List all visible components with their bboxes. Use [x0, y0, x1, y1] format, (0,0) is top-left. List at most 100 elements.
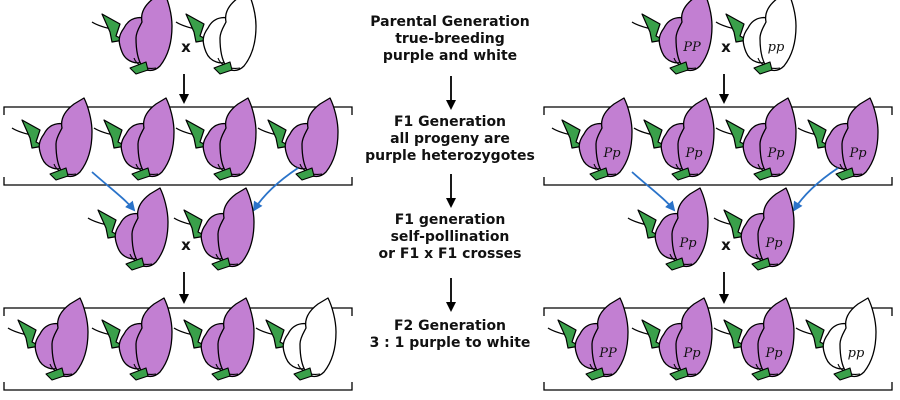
standard-petal [299, 297, 337, 378]
calyx-tip [669, 61, 689, 75]
left-f2-bracket [3, 307, 353, 391]
caption-line: F1 generation [394, 212, 506, 228]
genotype-label: Pp [678, 236, 697, 251]
calyx-tip [753, 167, 773, 181]
left-f2-flower [173, 297, 255, 381]
calyx-tip [669, 367, 689, 381]
calyx-tip [835, 167, 855, 181]
calyx-tip [213, 61, 233, 75]
left-parent-cross-symbol: x [181, 38, 191, 56]
standard-petal [757, 187, 795, 268]
standard-petal [219, 97, 257, 178]
standard-petal [301, 97, 339, 178]
left-self-flower [87, 187, 169, 271]
caption-line: purple and white [382, 48, 518, 64]
right-blue-arrow-left [631, 171, 676, 212]
left-f1-flower [93, 97, 175, 181]
caption-line: Parental Generation [370, 14, 530, 30]
right-f2-flower: Pp [713, 297, 795, 381]
caption-f1-generation: F1 Generation all progeny are purple het… [330, 114, 570, 165]
calyx-tip [751, 257, 771, 271]
genotype-label: Pp [602, 146, 621, 161]
standard-petal [51, 297, 89, 378]
genotype-label: PP [598, 346, 617, 361]
standard-petal [759, 0, 797, 72]
genotype-label: Pp [684, 146, 703, 161]
calyx-tip [211, 367, 231, 381]
genotype-label: Pp [848, 146, 867, 161]
right-parent-cross-symbol: x [721, 38, 731, 56]
genotype-label: PP [682, 40, 701, 55]
right-parent-purple-flower: PP [631, 0, 713, 75]
genotype-label: Pp [764, 236, 783, 251]
left-f1-flower [11, 97, 93, 181]
calyx-tip [833, 367, 853, 381]
standard-petal [217, 187, 255, 268]
right-f1-flower: Pp [797, 97, 879, 181]
genotype-label: Pp [682, 346, 701, 361]
calyx-tip [671, 167, 691, 181]
left-f2-flower [255, 297, 337, 381]
genotype-label: pp [848, 346, 865, 361]
genotype-label: Pp [764, 346, 783, 361]
calyx-tip [751, 367, 771, 381]
left-f2-flower [7, 297, 89, 381]
left-parent-white-flower [175, 0, 257, 75]
calyx-tip [589, 167, 609, 181]
standard-petal [839, 297, 877, 378]
left-f1-bracket [3, 106, 353, 186]
calyx-tip [753, 61, 773, 75]
standard-petal [135, 297, 173, 378]
right-self-flower: Pp [627, 187, 709, 271]
standard-petal [675, 0, 713, 72]
standard-petal [131, 187, 169, 268]
standard-petal [135, 0, 173, 72]
left-f2-flower [91, 297, 173, 381]
right-self-flower: Pp [713, 187, 795, 271]
right-f1-flower: Pp [715, 97, 797, 181]
left-parent-purple-flower [91, 0, 173, 75]
caption-line: F2 Generation [393, 318, 507, 334]
calyx-tip [49, 167, 69, 181]
calyx-tip [211, 257, 231, 271]
calyx-tip [45, 367, 65, 381]
calyx-tip [129, 61, 149, 75]
standard-petal [757, 297, 795, 378]
calyx-tip [129, 367, 149, 381]
standard-petal [137, 97, 175, 178]
left-blue-arrow-left [91, 171, 136, 212]
caption-line: or F1 x F1 crosses [378, 246, 522, 262]
caption-parental-generation: Parental Generation true-breeding purple… [330, 14, 570, 65]
caption-line: F1 Generation [393, 114, 507, 130]
left-f1-flower [257, 97, 339, 181]
caption-line: 3 : 1 purple to white [369, 335, 531, 351]
standard-petal [675, 297, 713, 378]
standard-petal [677, 97, 715, 178]
standard-petal [841, 97, 879, 178]
right-f2-flower: pp [795, 297, 877, 381]
calyx-tip [585, 367, 605, 381]
standard-petal [759, 97, 797, 178]
right-f2-flower: Pp [631, 297, 713, 381]
standard-petal [219, 0, 257, 72]
genotype-label: Pp [766, 146, 785, 161]
right-f2-bracket [543, 307, 893, 391]
genotype-label: pp [768, 40, 785, 55]
left-self-cross-symbol: x [181, 236, 191, 254]
standard-petal [217, 297, 255, 378]
calyx-tip [125, 257, 145, 271]
right-blue-arrow-right [792, 167, 839, 212]
calyx-tip [665, 257, 685, 271]
calyx-tip [213, 167, 233, 181]
standard-petal [671, 187, 709, 268]
right-self-cross-symbol: x [721, 236, 731, 254]
caption-f1-self-pollination: F1 generation self-pollination or F1 x F… [330, 212, 570, 263]
caption-line: all progeny are [390, 131, 510, 147]
calyx-tip [295, 167, 315, 181]
calyx-tip [131, 167, 151, 181]
right-f1-bracket [543, 106, 893, 186]
caption-line: self-pollination [390, 229, 510, 245]
standard-petal [591, 297, 629, 378]
caption-f2-generation: F2 Generation 3 : 1 purple to white [330, 318, 570, 352]
